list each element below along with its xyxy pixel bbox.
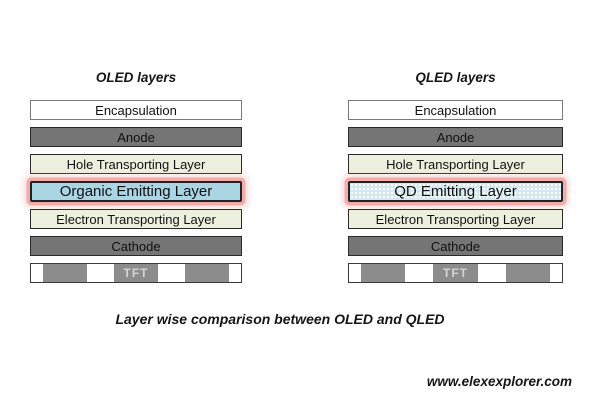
tft-segment <box>505 264 551 282</box>
oled-layer-cathode: Cathode <box>30 236 242 256</box>
tft-label: TFT <box>442 266 468 280</box>
tft-segment <box>229 264 241 282</box>
layer-label: Hole Transporting Layer <box>66 156 206 172</box>
layer-label: Hole Transporting Layer <box>386 156 525 172</box>
tft-segment <box>157 264 186 282</box>
layer-label: Cathode <box>111 238 161 254</box>
layer-label: Electron Transporting Layer <box>56 211 216 227</box>
oled-layer-encapsulation: Encapsulation <box>30 100 242 120</box>
tft-segment <box>42 264 87 282</box>
tft-segment <box>360 264 406 282</box>
oled-diagram: OLED layers Encapsulation Anode Hole Tra… <box>30 69 242 283</box>
oled-diagram-title: OLED layers <box>95 70 177 85</box>
tft-segment <box>477 264 506 282</box>
qled-layer-cathode: Cathode <box>348 236 563 256</box>
tft-label: TFT <box>123 266 149 280</box>
tft-segment <box>86 264 115 282</box>
oled-layer-electron-transporting: Electron Transporting Layer <box>30 209 242 229</box>
oled-layer-anode: Anode <box>30 127 242 147</box>
website-credit: www.elexexplorer.com <box>426 374 572 389</box>
layer-label: Encapsulation <box>95 102 177 118</box>
qled-layer-tft: TFT <box>348 263 563 283</box>
qled-layer-electron-transporting: Electron Transporting Layer <box>348 209 563 229</box>
layer-label: Anode <box>436 129 475 145</box>
oled-layer-organic-emitting: Organic Emitting Layer <box>30 181 242 202</box>
qled-diagram: QLED layers Encapsulation Anode Hole Tra… <box>348 69 563 283</box>
figure-caption: Layer wise comparison between OLED and Q… <box>115 311 445 327</box>
layer-label: Cathode <box>430 238 481 254</box>
layer-label: Organic Emitting Layer <box>59 183 213 200</box>
qled-layer-encapsulation: Encapsulation <box>348 100 563 120</box>
oled-layer-hole-transporting: Hole Transporting Layer <box>30 154 242 174</box>
tft-segment: TFT <box>433 264 478 282</box>
tft-segment <box>349 264 361 282</box>
layer-label: QD Emitting Layer <box>394 183 517 200</box>
layer-label: Anode <box>117 129 155 145</box>
qled-layer-anode: Anode <box>348 127 563 147</box>
qled-layer-hole-transporting: Hole Transporting Layer <box>348 154 563 174</box>
tft-segment: TFT <box>114 264 158 282</box>
tft-segment <box>405 264 434 282</box>
qled-diagram-title: QLED layers <box>415 70 496 85</box>
layer-label: Encapsulation <box>414 102 497 118</box>
tft-segment <box>31 264 43 282</box>
oled-layer-tft: TFT <box>30 263 242 283</box>
tft-segment <box>550 264 562 282</box>
tft-segment <box>185 264 230 282</box>
qled-layer-qd-emitting: QD Emitting Layer <box>348 181 563 202</box>
layer-label: Electron Transporting Layer <box>375 211 536 227</box>
